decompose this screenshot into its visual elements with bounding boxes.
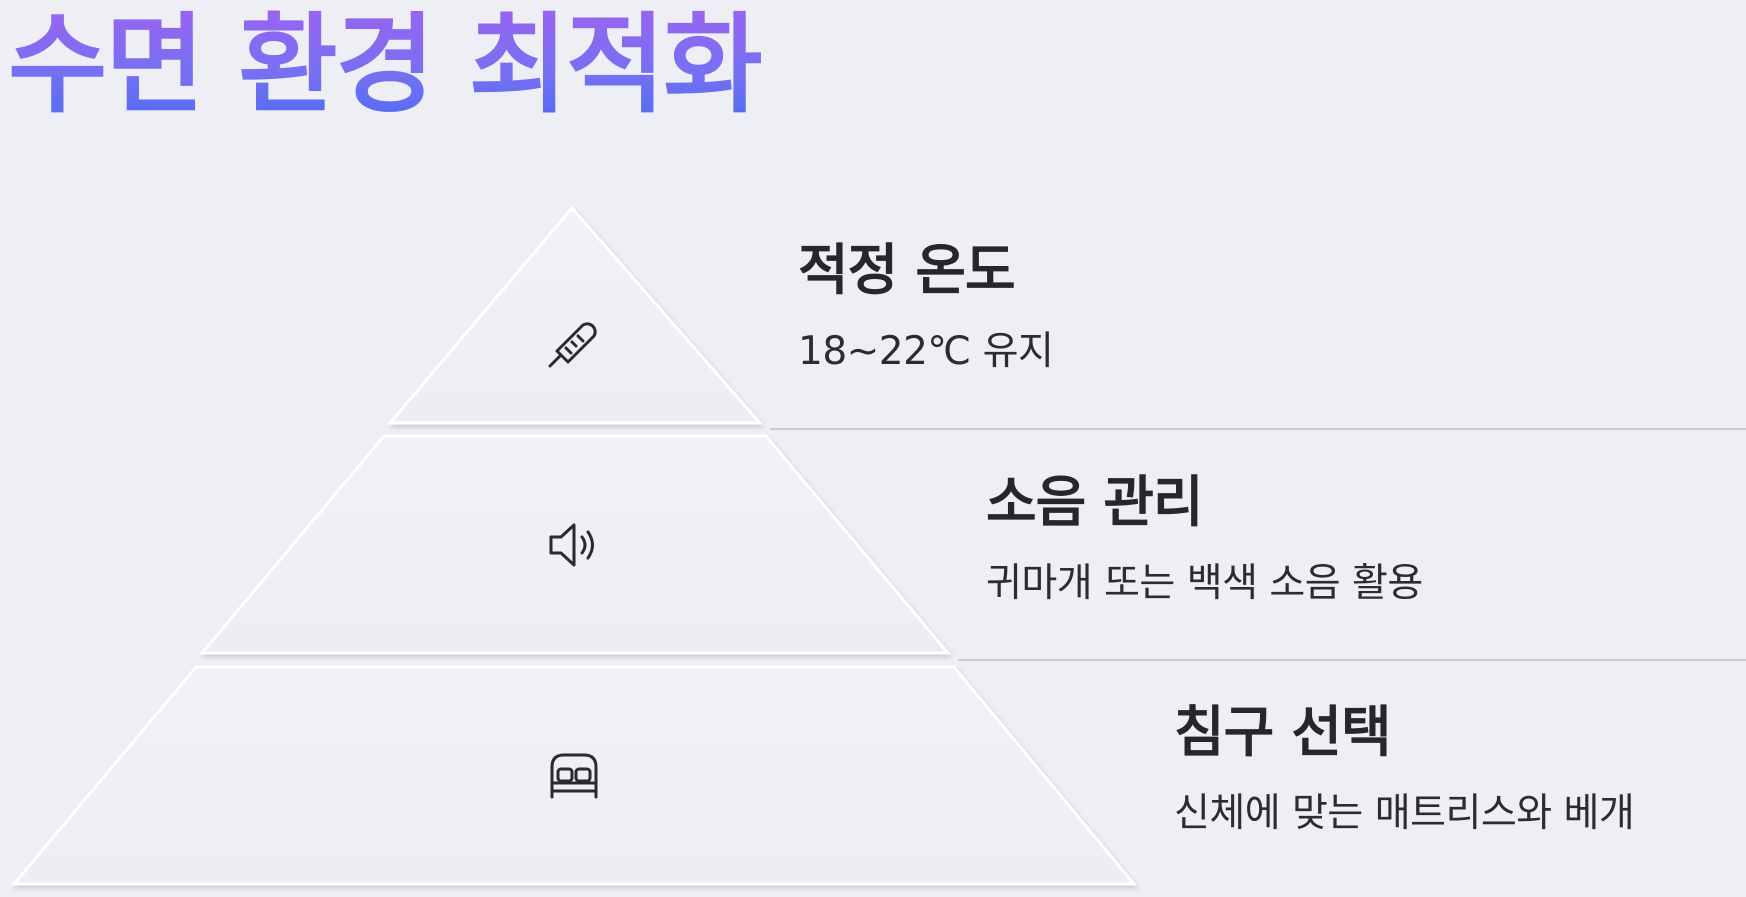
tier-title: 소음 관리 (986, 470, 1204, 534)
pyramid-tier-bottom (10, 665, 1138, 886)
tier-text-noise: 소음 관리 귀마개 또는 백색 소음 활용 (986, 472, 1423, 605)
tier-description: 신체에 맞는 매트리스와 베개 (1174, 790, 1635, 836)
thermometer-icon (544, 310, 604, 370)
tier-text-bedding: 침구 선택 신체에 맞는 매트리스와 베개 (1174, 700, 1635, 836)
bed-icon (544, 745, 604, 805)
page-title: 수면 환경 최적화 (8, 3, 763, 128)
tier-title: 적정 온도 (798, 238, 1016, 302)
tier-title: 침구 선택 (1174, 700, 1392, 764)
tier-text-temperature: 적정 온도 18~22℃ 유지 (798, 238, 1054, 374)
speaker-icon (544, 515, 604, 575)
tier-description: 귀마개 또는 백색 소음 활용 (986, 560, 1423, 606)
tier-description: 18~22℃ 유지 (798, 328, 1054, 374)
pyramid-tier-top (386, 205, 764, 425)
